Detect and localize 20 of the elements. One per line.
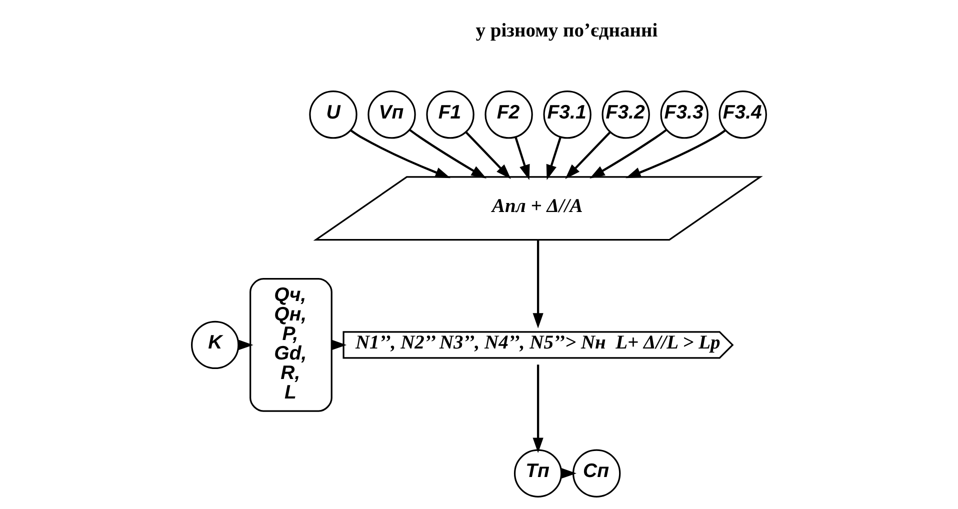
node-circle: F2 <box>484 90 533 138</box>
arrow <box>409 128 486 178</box>
node-circle: F3.4 <box>718 90 767 138</box>
node-circle: F3.1 <box>543 90 592 138</box>
arrow <box>546 136 562 180</box>
arrow <box>532 239 544 328</box>
arrow <box>590 128 667 178</box>
arrow <box>514 136 530 180</box>
node-circle: U <box>309 90 358 138</box>
node-circle: F1 <box>426 90 474 138</box>
label: у різному по’єднанні <box>476 20 658 42</box>
node-circle: F3.3 <box>660 90 708 138</box>
node-circle: Cп <box>572 448 621 497</box>
arrow <box>465 130 511 179</box>
arrow <box>350 128 451 178</box>
arrow <box>565 130 611 179</box>
node-circle: Vп <box>368 90 416 138</box>
node-circle: F3.2 <box>602 90 650 138</box>
arrow <box>626 128 726 178</box>
arrow <box>532 364 544 452</box>
